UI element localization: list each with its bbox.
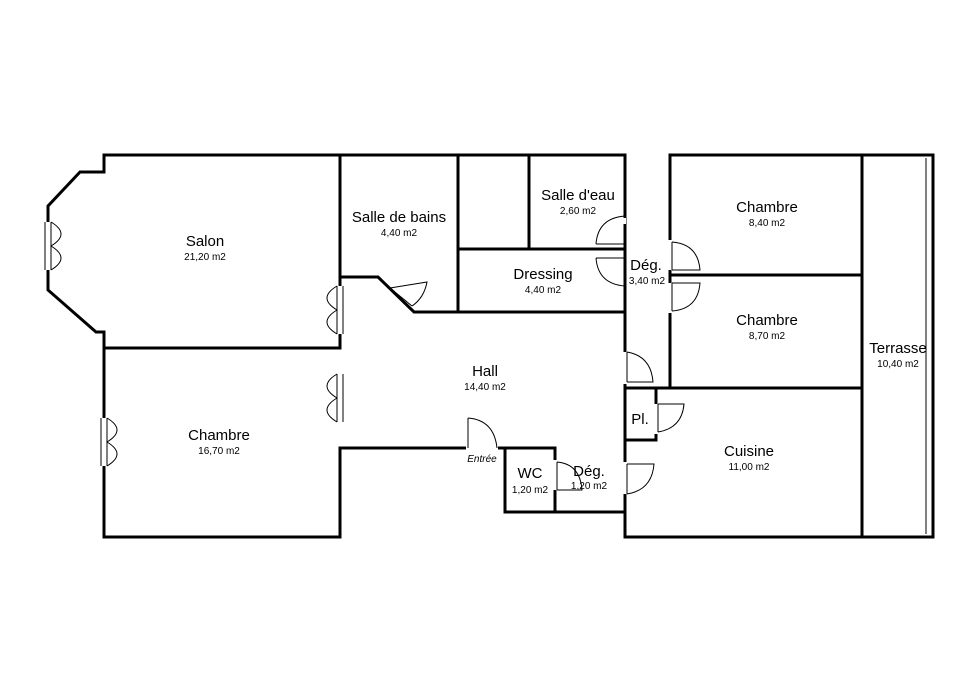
deg-small-name: Dég.: [573, 463, 605, 480]
windows: [44, 221, 118, 467]
chambre-top-name: Chambre: [736, 199, 798, 216]
walls: [46, 153, 935, 539]
cuisine-area: 11,00 m2: [729, 462, 770, 473]
terrasse-name: Terrasse: [869, 340, 927, 357]
salle-de-bains-area: 4,40 m2: [381, 228, 418, 239]
hall-area: 14,40 m2: [464, 382, 506, 393]
cuisine-name: Cuisine: [724, 443, 774, 460]
chambre-left-area: 16,70 m2: [198, 446, 240, 457]
wc-name: WC: [518, 465, 543, 482]
chambre-left-name: Chambre: [188, 427, 250, 444]
terrasse-area: 10,40 m2: [877, 359, 919, 370]
salle-de-bains-name: Salle de bains: [352, 209, 446, 226]
hall-name: Hall: [472, 363, 498, 380]
salle-deau-area: 2,60 m2: [560, 206, 597, 217]
deg-small-area: 1,20 m2: [571, 481, 608, 492]
room-labels: Salon 21,20 m2 Chambre 16,70 m2 Salle de…: [184, 187, 927, 496]
salle-deau-name: Salle d'eau: [541, 187, 615, 204]
chambre-mid-area: 8,70 m2: [749, 331, 786, 342]
salon-wall: [46, 153, 342, 350]
salon-name: Salon: [186, 233, 224, 250]
salle-de-bains-bottom-wall: [338, 275, 627, 314]
chambre-top-area: 8,40 m2: [749, 218, 786, 229]
wc-area: 1,20 m2: [512, 485, 549, 496]
entry-label: Entrée: [467, 454, 497, 465]
deg-main-area: 3,40 m2: [629, 276, 666, 287]
chambre-mid-name: Chambre: [736, 312, 798, 329]
doors: [326, 215, 701, 495]
dressing-area: 4,40 m2: [525, 285, 562, 296]
deg-main-name: Dég.: [630, 257, 662, 274]
wc-wall: [503, 446, 627, 514]
dressing-name: Dressing: [513, 266, 572, 283]
placard-name: Pl.: [631, 411, 649, 428]
salon-area: 21,20 m2: [184, 252, 226, 263]
